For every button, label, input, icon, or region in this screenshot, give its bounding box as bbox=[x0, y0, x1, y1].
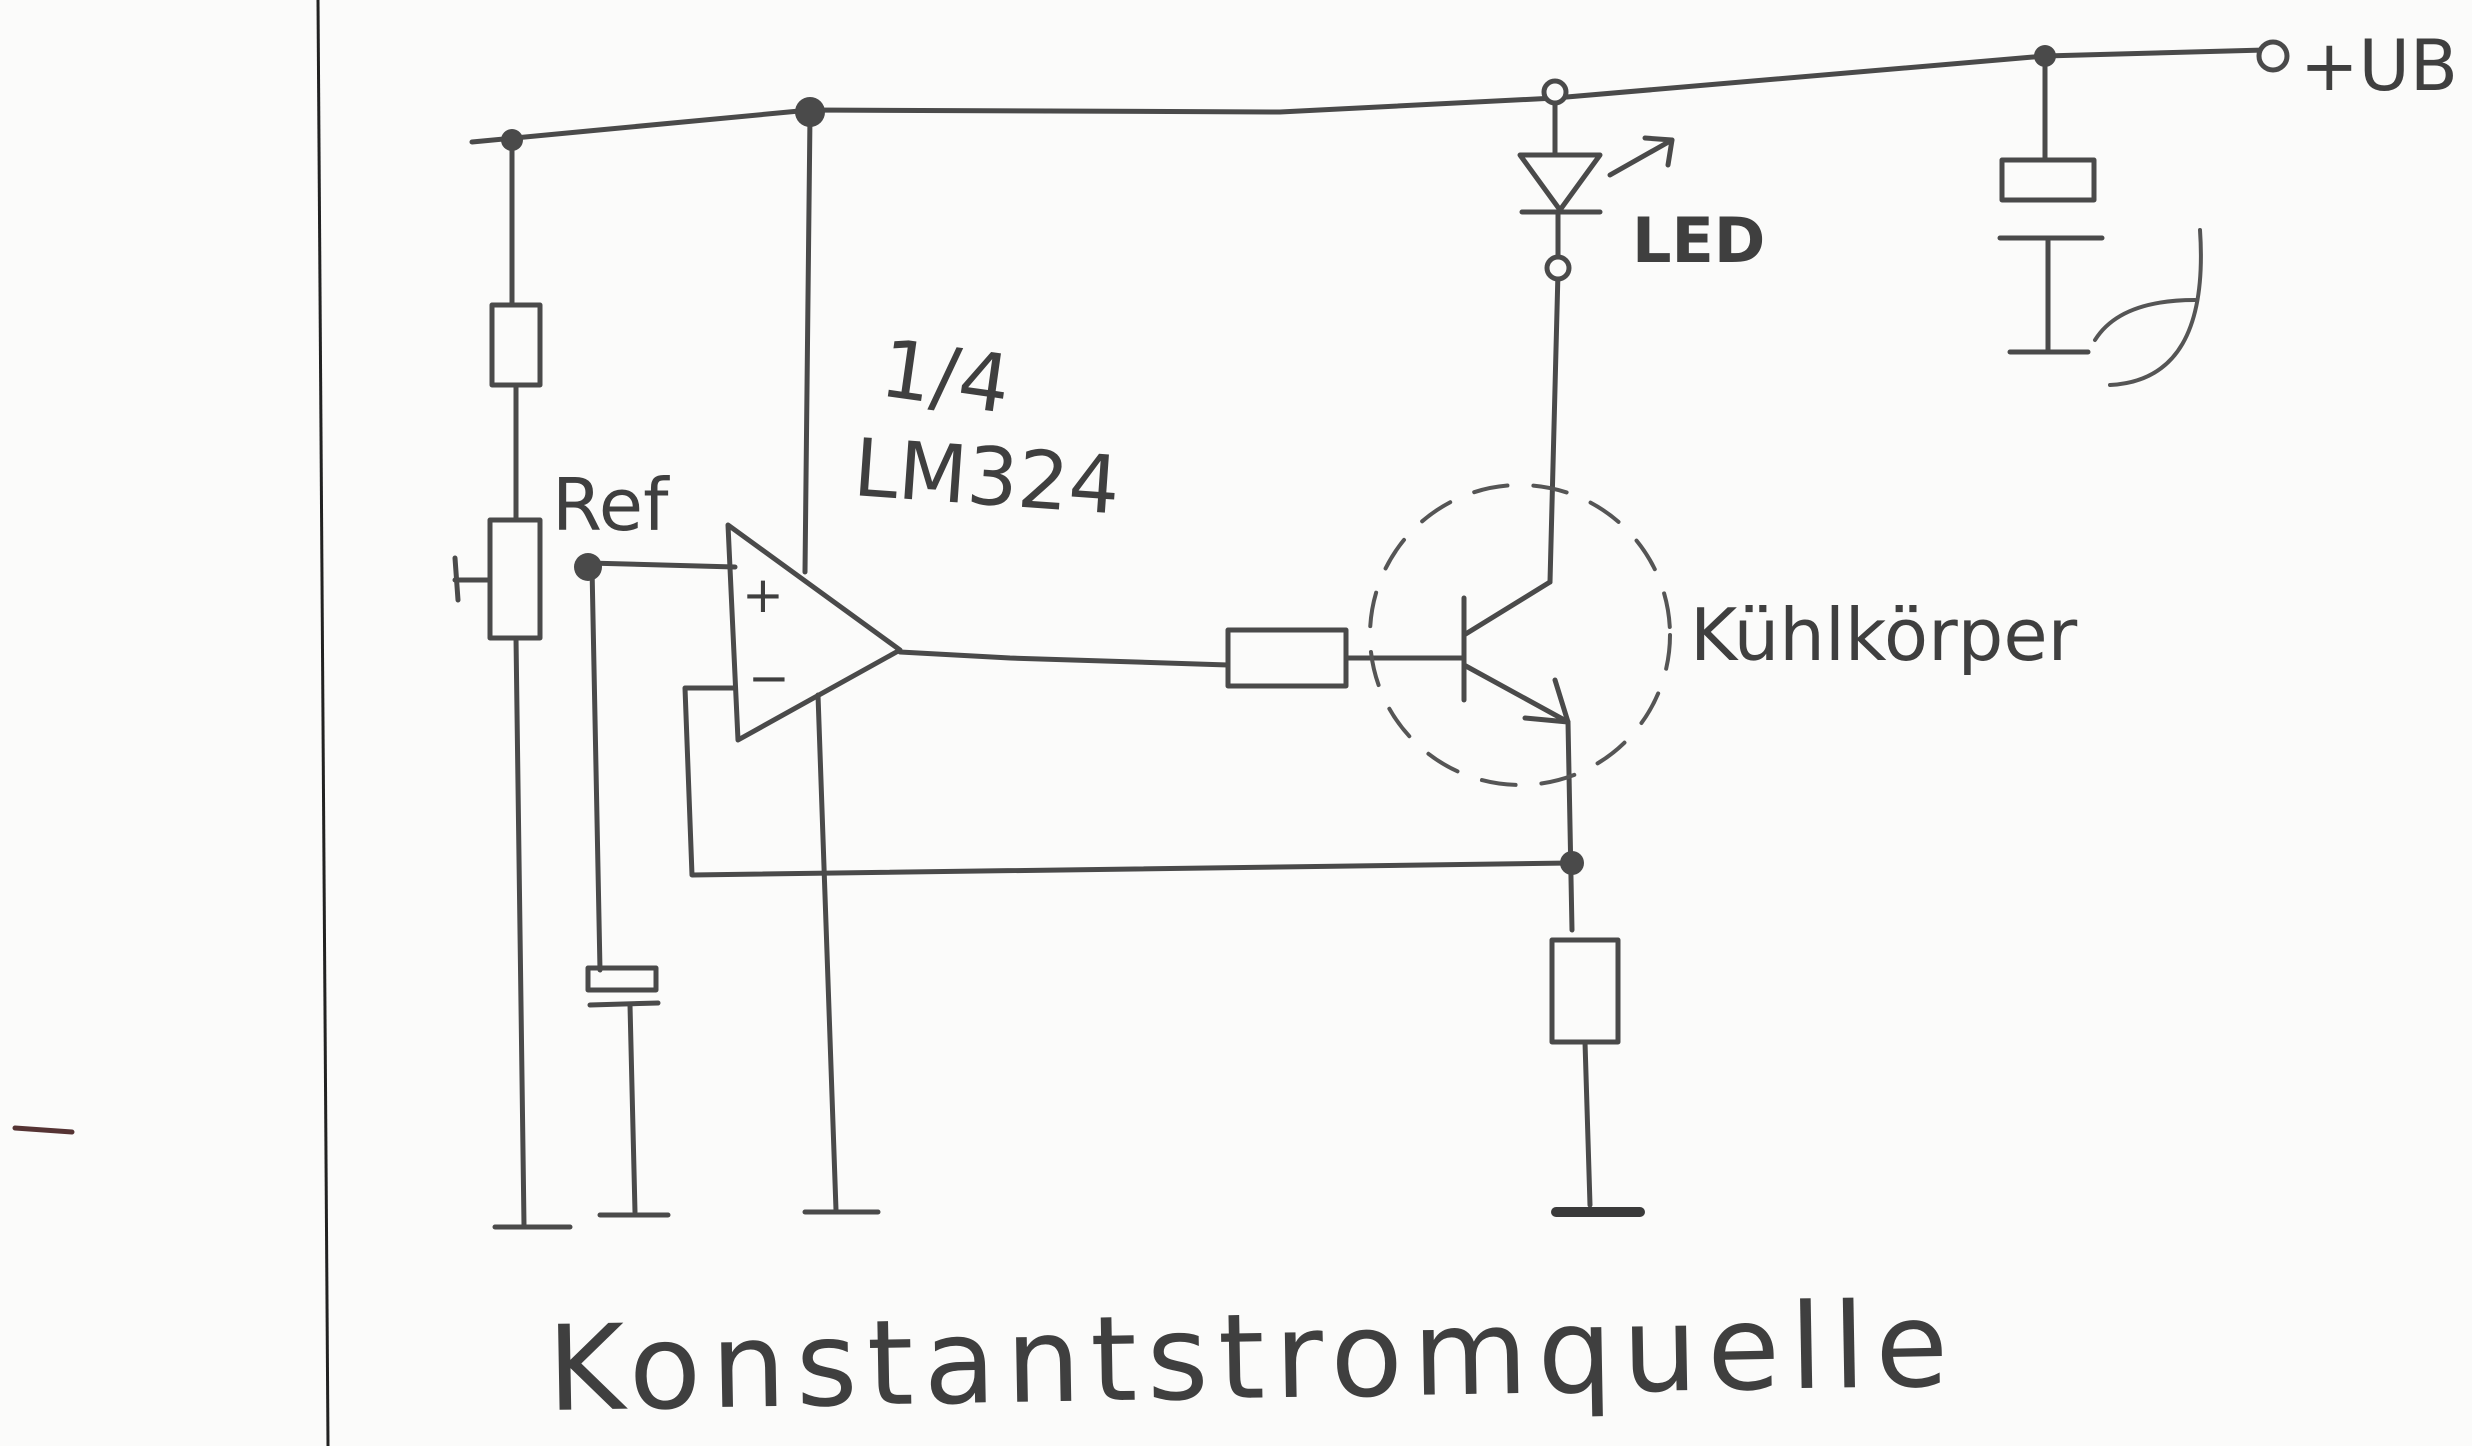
led-label: LED bbox=[1632, 204, 1765, 277]
emitter-resistor-wire-bottom bbox=[1582, 1039, 1593, 1208]
reference-label: Ref bbox=[552, 463, 670, 547]
stray-pencil-mark bbox=[12, 1125, 75, 1135]
ref-wire-to-opamp bbox=[585, 560, 738, 570]
ref-capacitor-plate-lower bbox=[587, 1000, 661, 1008]
heatsink-outline bbox=[1368, 483, 1672, 787]
opamp-output-wire bbox=[897, 649, 1231, 668]
opamp-fraction-label: 1/4 bbox=[875, 322, 1015, 432]
diagram-title: Konstantstromquelle bbox=[546, 1275, 1959, 1438]
led-light-arrow bbox=[1607, 137, 1675, 178]
led-light-arrow-head bbox=[1642, 135, 1675, 168]
opamp-ground-wire bbox=[815, 692, 839, 1213]
junction-dot-rail-opamp bbox=[795, 97, 825, 127]
collector-wire bbox=[1547, 269, 1561, 585]
ref-cap-wire-top bbox=[589, 564, 603, 973]
emitter-wire bbox=[1565, 719, 1575, 933]
heatsink-label: Kühlkörper bbox=[1690, 593, 2078, 677]
opamp-plus-label: + bbox=[742, 566, 784, 624]
paper-margin-line bbox=[316, 0, 330, 1446]
divider-wire-bottom bbox=[513, 635, 527, 1228]
transistor-collector-leg bbox=[1461, 579, 1553, 638]
supply-rail-wire bbox=[469, 47, 2268, 145]
opamp-symbol bbox=[725, 522, 903, 743]
ref-capacitor-plate bbox=[585, 965, 659, 993]
divider-resistor bbox=[489, 302, 543, 388]
opamp-supply-wire bbox=[802, 112, 813, 575]
junction-dot-ref bbox=[574, 553, 602, 581]
opamp-minus-label: − bbox=[748, 649, 790, 707]
supply-label: +UB bbox=[2300, 25, 2458, 107]
transistor-emitter-leg bbox=[1461, 662, 1571, 725]
feedback-wire bbox=[682, 685, 1573, 878]
base-resistor bbox=[1225, 627, 1349, 689]
led-symbol bbox=[1517, 152, 1603, 213]
emitter-resistor bbox=[1549, 937, 1621, 1045]
stray-pencil-arc bbox=[2093, 228, 2203, 387]
ref-cap-wire-bottom bbox=[627, 1002, 638, 1215]
supply-terminal bbox=[2256, 39, 2290, 73]
led-cathode-terminal bbox=[1544, 254, 1572, 282]
opamp-part-label: LM324 bbox=[851, 421, 1123, 532]
led-anode-terminal bbox=[1541, 78, 1569, 106]
potentiometer-wiper-cap bbox=[452, 555, 461, 603]
supply-capacitor-plate bbox=[1999, 157, 2097, 203]
reference-potentiometer bbox=[487, 517, 543, 641]
